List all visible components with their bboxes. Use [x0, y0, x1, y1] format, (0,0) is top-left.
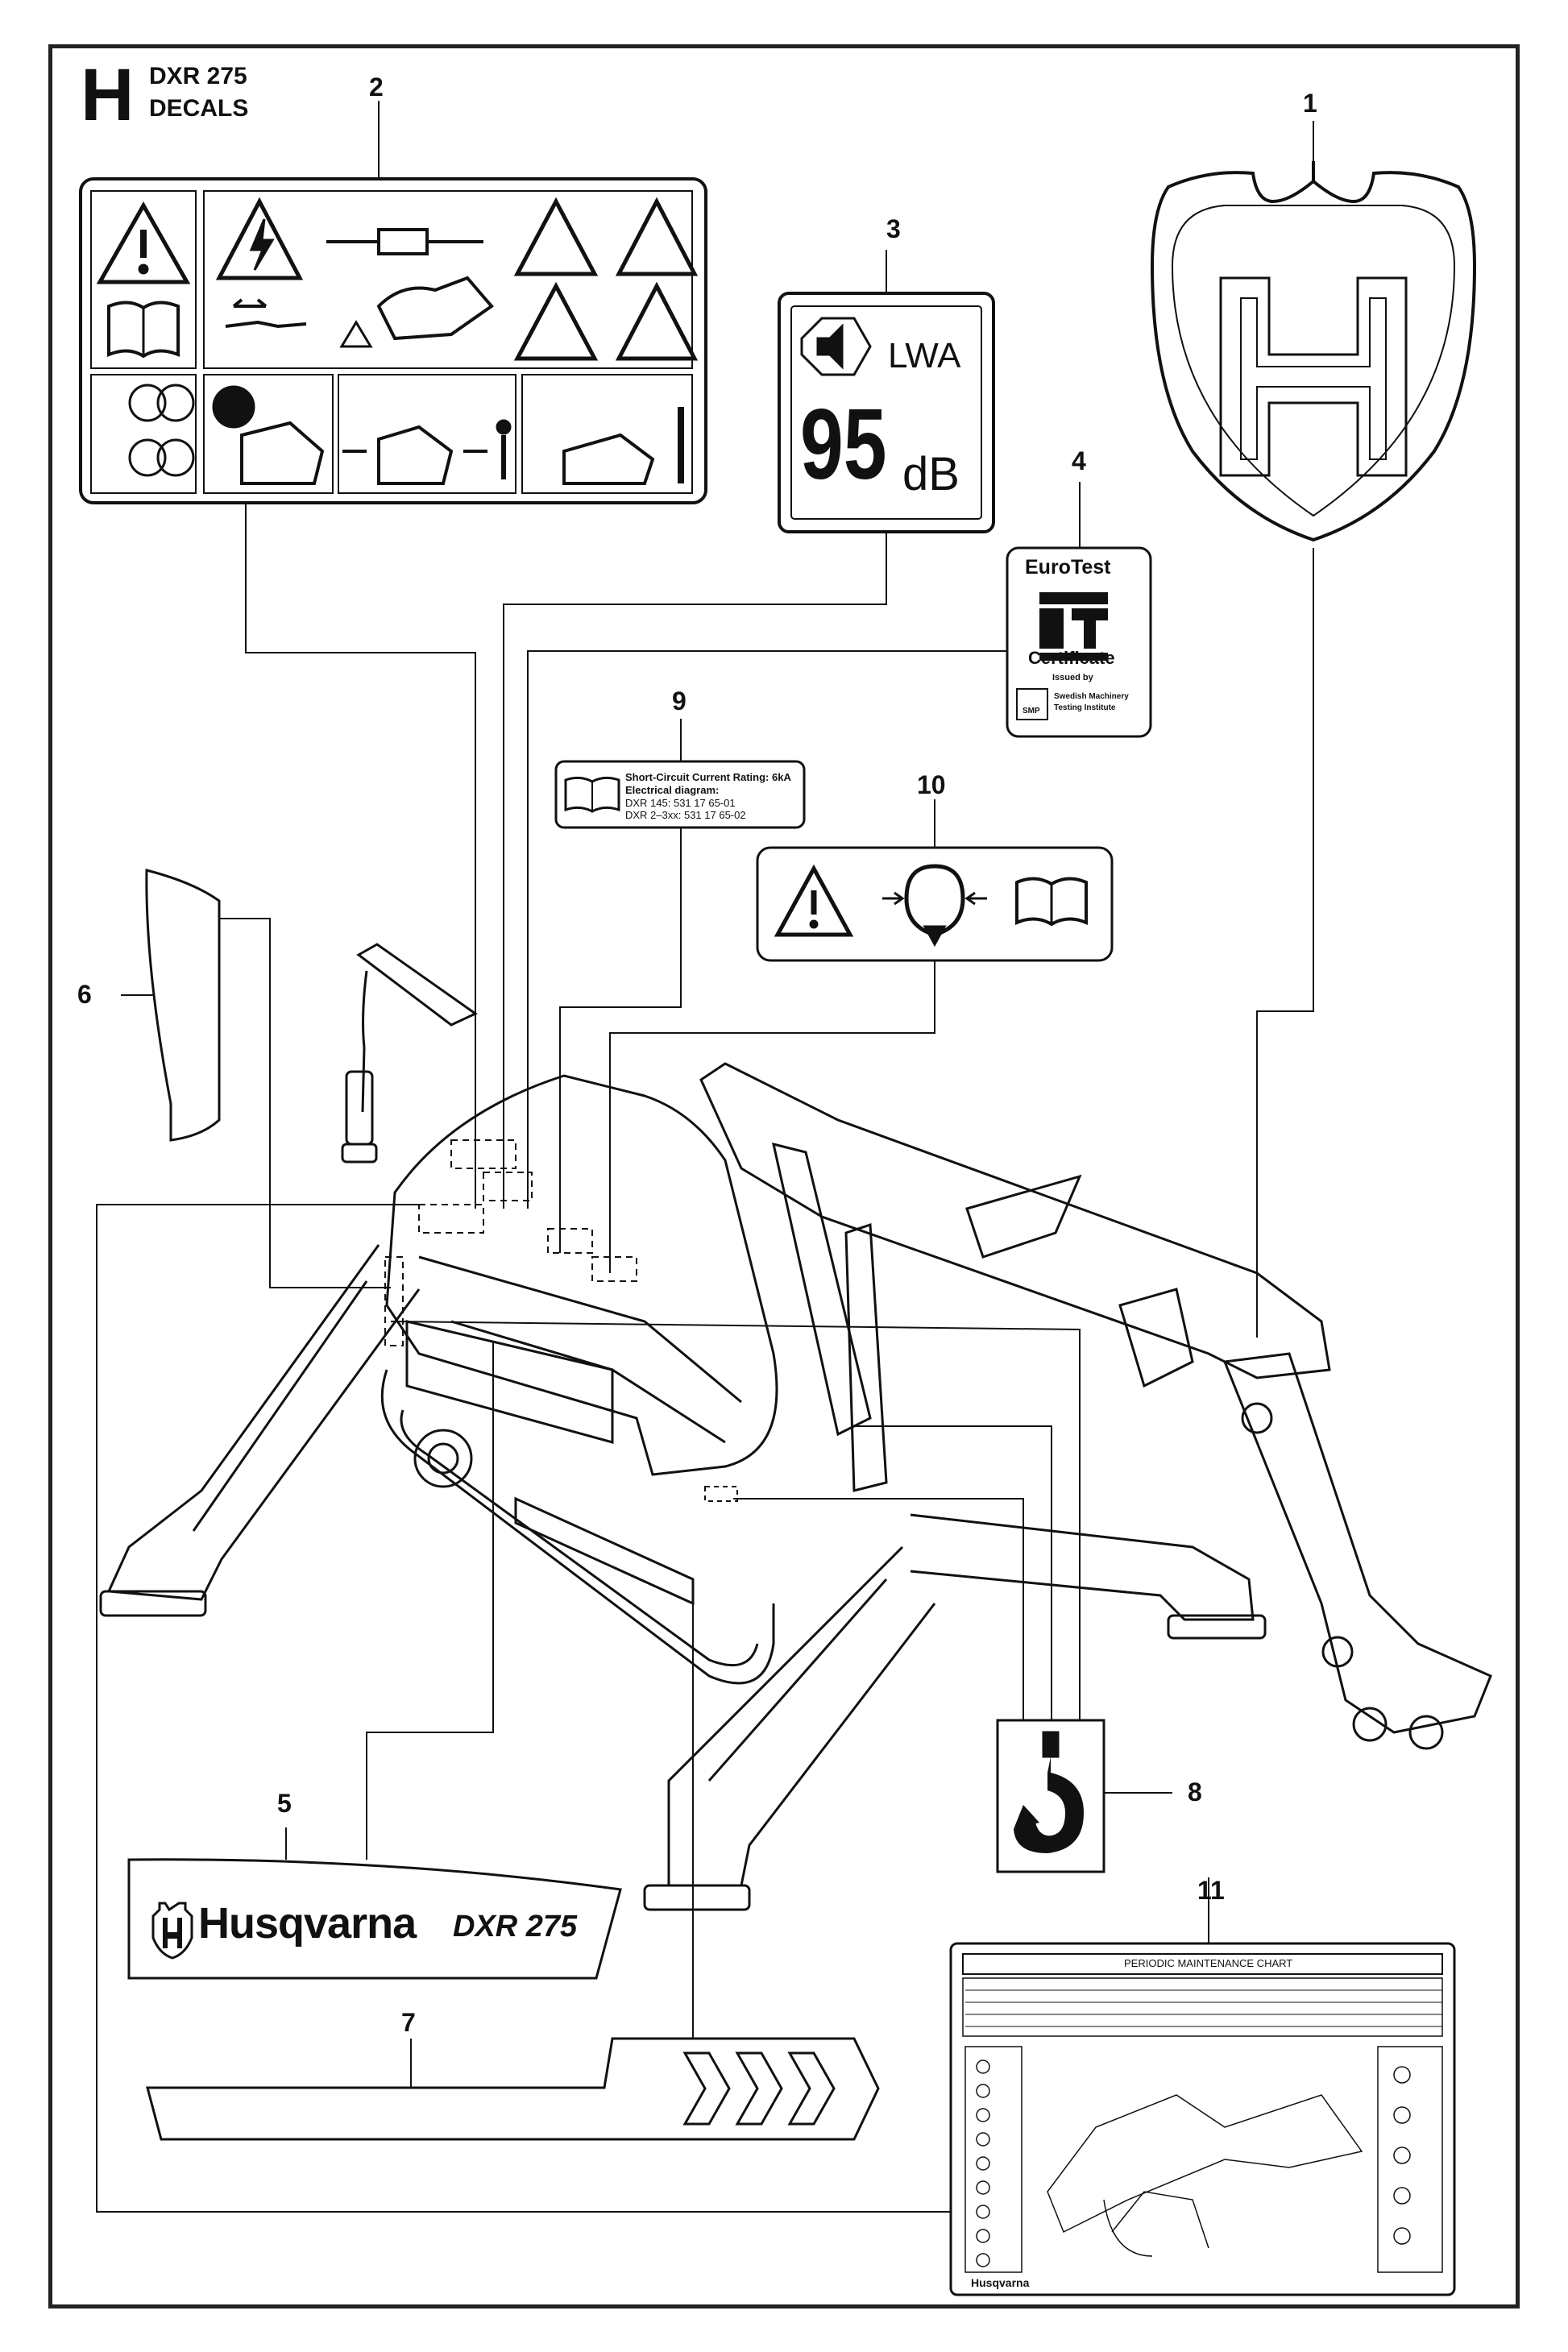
warning-icon: [96, 201, 191, 284]
chevron-icon: [787, 2051, 836, 2126]
callout-10: 10: [917, 770, 946, 799]
speaker-icon: [800, 317, 872, 376]
callout-2: 2: [369, 73, 384, 102]
husqvarna-logo-icon: [151, 1902, 193, 1960]
callout-7: 7: [401, 2008, 416, 2037]
chevron-stripe-decal: [146, 2037, 880, 2141]
callout-9: 9: [672, 687, 687, 716]
husqvarna-logo-icon: [1150, 161, 1477, 542]
brand-plate-model: DXR 275: [453, 1910, 578, 1943]
manual-icon: [564, 776, 620, 813]
callout-11: 11: [1197, 1876, 1225, 1905]
callout-3: 3: [886, 214, 901, 243]
chevron-icon: [682, 2051, 731, 2126]
eurotest-org-code: SMP: [1023, 707, 1040, 716]
eurotest-org-line1: Swedish Machinery: [1054, 692, 1129, 701]
eurotest-org-line2: Testing Institute: [1054, 703, 1116, 712]
callout-6: 6: [77, 980, 92, 1009]
warning-icon: [774, 864, 854, 937]
eurotest-certificate: Certificate: [1028, 648, 1115, 668]
callout-8: 8: [1188, 1777, 1202, 1807]
eurotest-mark-icon: [1039, 592, 1108, 661]
eurotest-brand: EuroTest: [1025, 556, 1111, 579]
model-heading: DXR 275: [149, 63, 247, 89]
manual-icon: [107, 301, 180, 359]
demolition-robot: [99, 943, 1492, 1911]
chevron-icon: [735, 2051, 783, 2126]
callout-4: 4: [1072, 446, 1086, 475]
electric-hazard-icon: [215, 197, 304, 280]
callout-1: 1: [1303, 89, 1317, 118]
maintenance-chart-brand: Husqvarna: [971, 2276, 1030, 2289]
electrical-dxr2xx: DXR 2–3xx: 531 17 65-02: [625, 809, 746, 821]
accumulator-icon: [882, 864, 987, 948]
brand-plate: [127, 1858, 622, 1980]
brand-plate-name: Husqvarna: [198, 1899, 417, 1948]
page-frame: [48, 44, 1520, 2308]
noise-symbol: LWA: [888, 336, 961, 375]
noise-unit: dB: [902, 448, 960, 500]
electrical-rating: Short-Circuit Current Rating: 6kA: [625, 771, 791, 783]
section-letter: H: [81, 54, 135, 136]
hook-icon: [1014, 1731, 1084, 1853]
page-title: DECALS: [149, 95, 249, 122]
electrical-dxr145: DXR 145: 531 17 65-01: [625, 797, 736, 809]
electrical-diagram-label: Electrical diagram:: [625, 784, 720, 796]
callout-5: 5: [277, 1789, 292, 1818]
side-strip-decal: [145, 869, 221, 1142]
maintenance-chart-title: PERIODIC MAINTENANCE CHART: [1124, 1957, 1293, 1969]
noise-value: 95: [800, 389, 887, 500]
eurotest-issued-by: Issued by: [1052, 673, 1093, 682]
warning-decal: [79, 177, 707, 504]
manual-icon: [1015, 877, 1088, 927]
maintenance-chart-decal: [949, 1942, 1456, 2296]
